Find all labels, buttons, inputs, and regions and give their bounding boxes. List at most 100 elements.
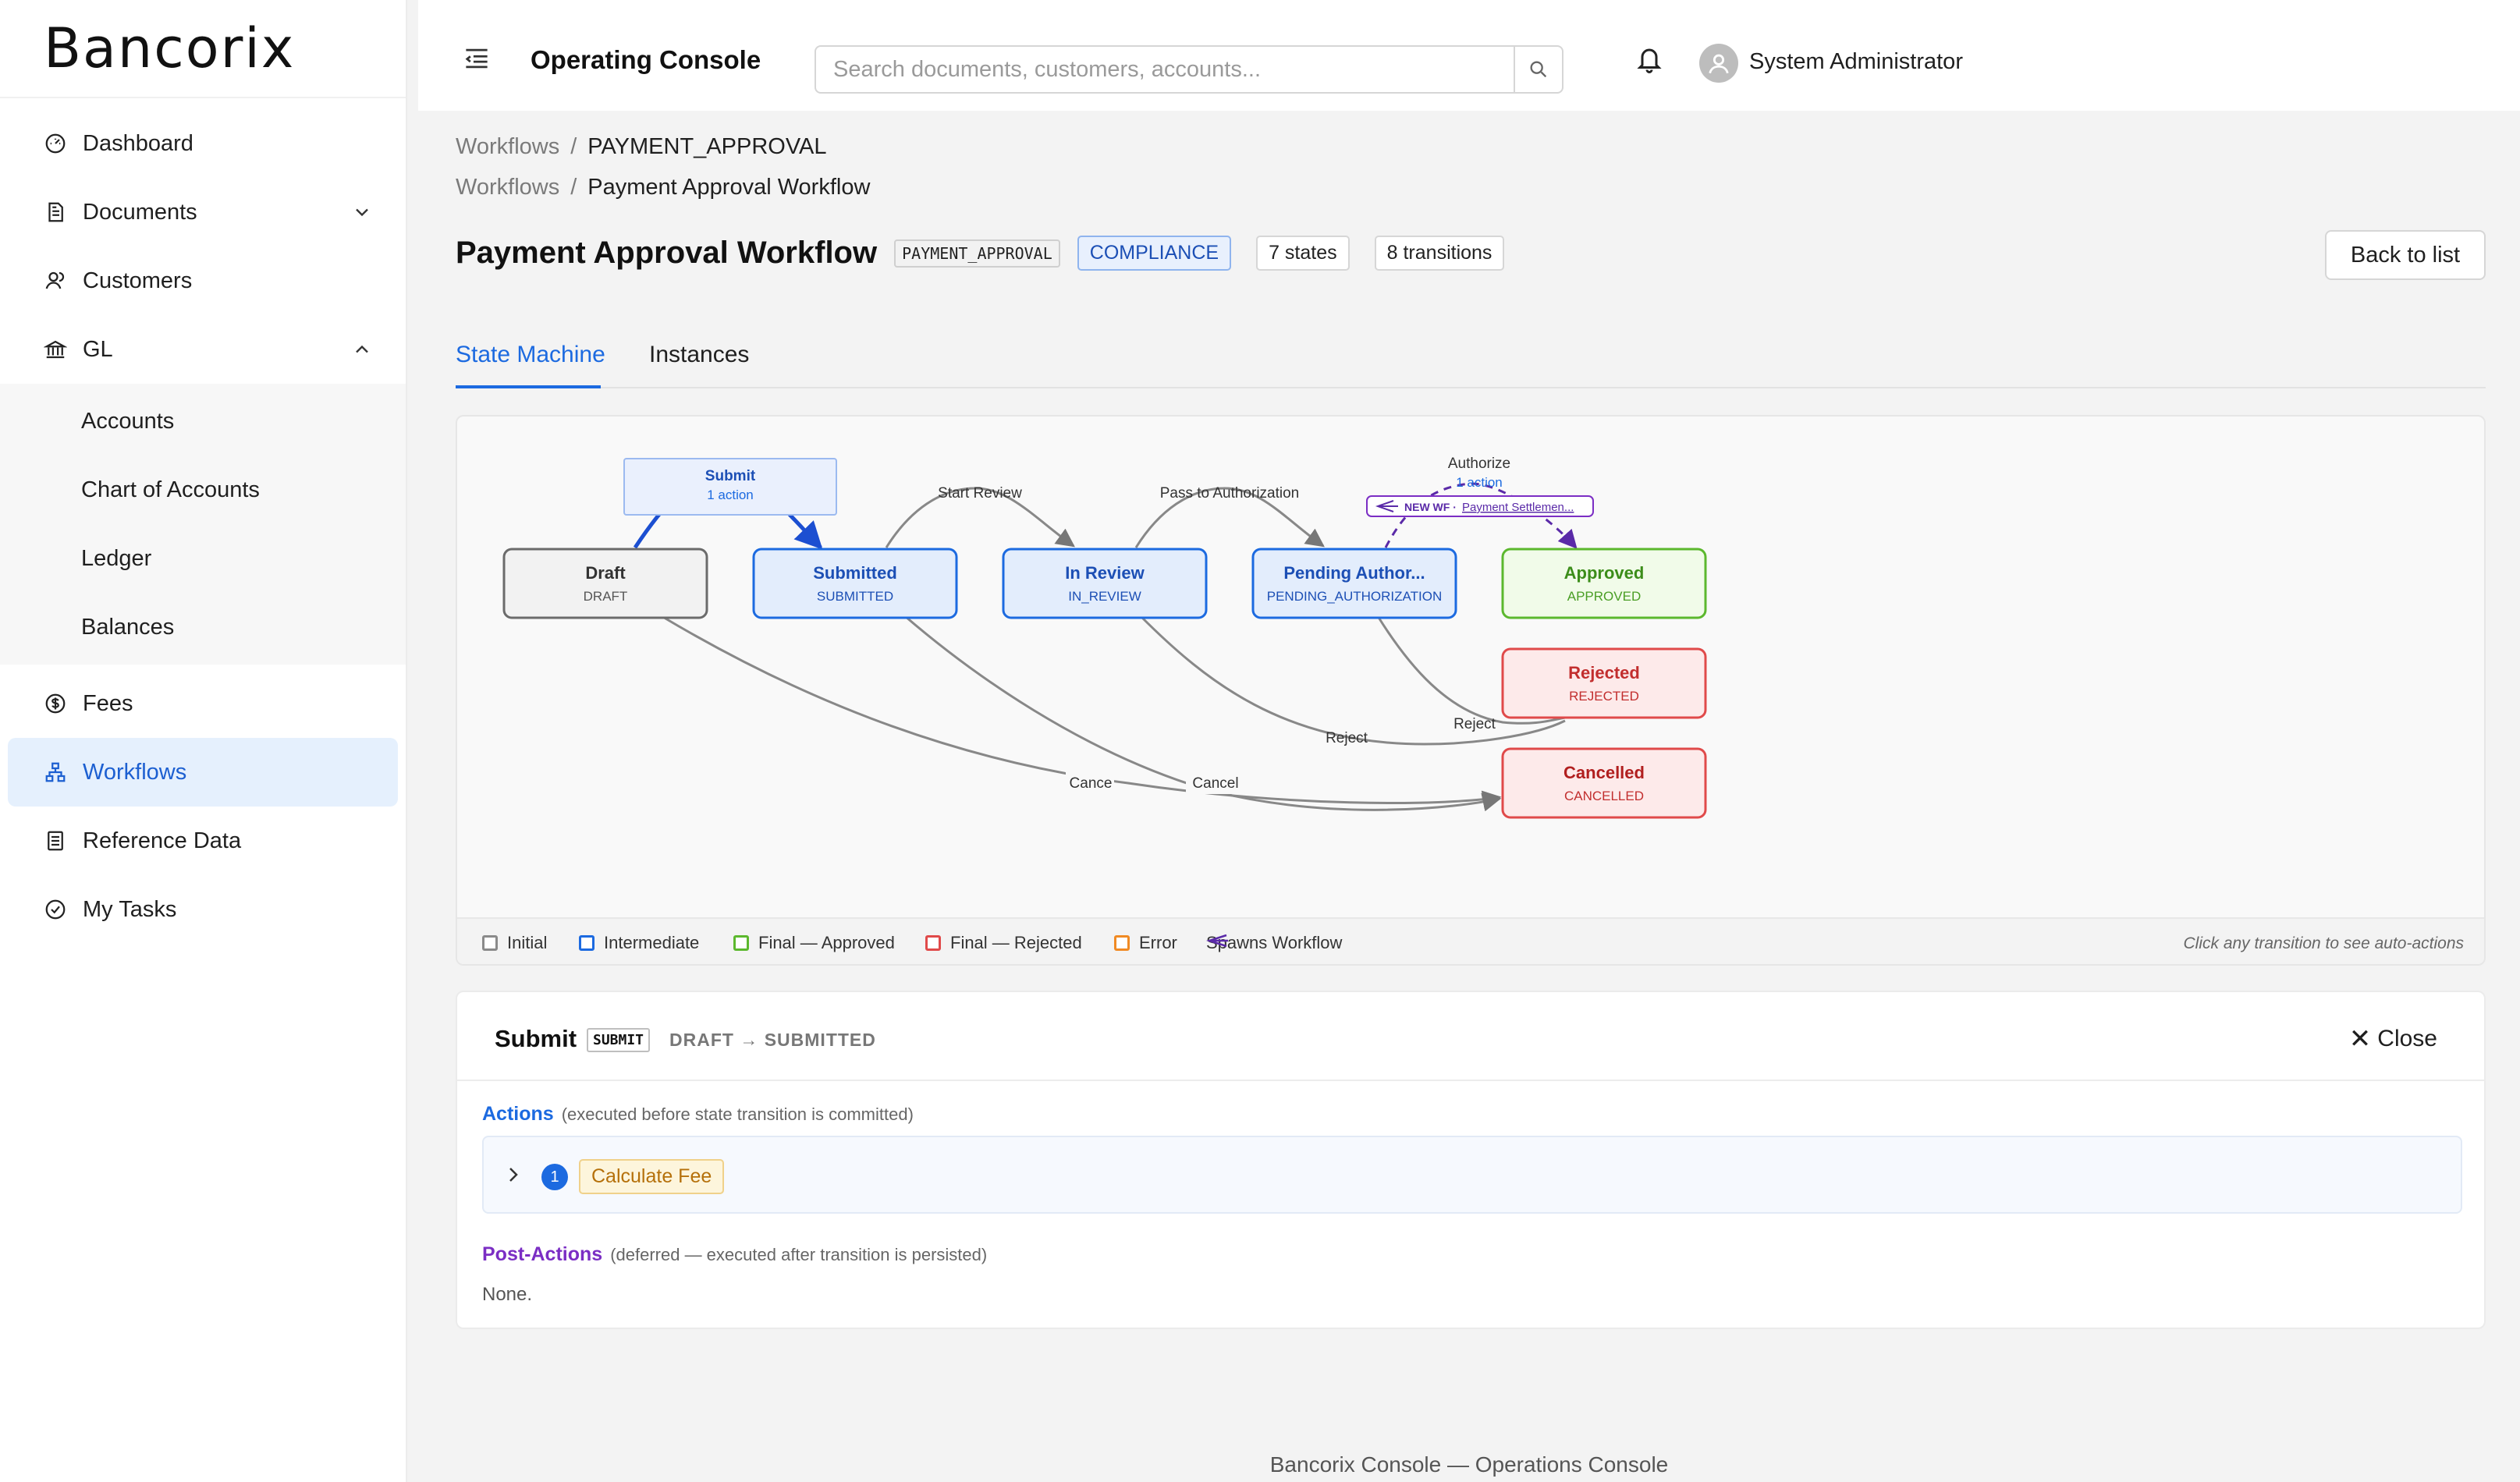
edge-label-authorize[interactable]: Authorize: [1448, 456, 1510, 472]
back-to-list-button[interactable]: Back to list: [2325, 230, 2486, 280]
workflow-icon: [44, 760, 67, 784]
sidebar-item-reference-data[interactable]: Reference Data: [0, 807, 406, 875]
edge-authorize[interactable]: [1384, 482, 1578, 549]
spawn-workflow-link[interactable]: Payment Settlemen...: [1462, 501, 1574, 514]
edge-start-review[interactable]: [885, 487, 1075, 548]
sidebar-item-dashboard[interactable]: Dashboard: [0, 109, 406, 178]
transition-name: Submit: [495, 1025, 577, 1052]
edge-label-cancel[interactable]: Cance: [1070, 775, 1113, 792]
sidebar-subitem-balances[interactable]: Balances: [0, 593, 406, 661]
sidebar-item-label: Dashboard: [83, 130, 193, 156]
sidebar-subitem-accounts[interactable]: Accounts: [0, 387, 406, 456]
actions-section-label: Actions(executed before state transition…: [482, 1103, 914, 1126]
sidebar-item-label: Workflows: [83, 759, 187, 785]
sidebar-subitem-ledger[interactable]: Ledger: [0, 524, 406, 593]
state-node-rejected[interactable]: Rejected REJECTED: [1501, 647, 1707, 719]
detail-header: Submit SUBMIT DRAFT → SUBMITTED ✕Close: [457, 992, 2484, 1081]
sidebar-item-gl[interactable]: GL: [0, 315, 406, 384]
breadcrumb-separator: /: [570, 175, 577, 200]
actions-label: Actions: [482, 1103, 554, 1125]
legend-label: Final — Approved: [758, 933, 895, 952]
sidebar-item-customers[interactable]: Customers: [0, 246, 406, 315]
legend-swatch: [733, 935, 749, 951]
legend-label: Initial: [507, 933, 548, 952]
search-input[interactable]: [816, 47, 1514, 92]
sidebar-item-label: My Tasks: [83, 896, 177, 922]
sidebar-item-fees[interactable]: Fees: [0, 669, 406, 738]
state-node-approved[interactable]: Approved APPROVED: [1501, 548, 1707, 619]
post-actions-empty: None.: [482, 1284, 533, 1305]
state-name: Cancelled: [1563, 763, 1645, 782]
transition-code-badge: SUBMIT: [587, 1028, 651, 1052]
state-code: SUBMITTED: [817, 589, 893, 604]
subitem-label: Chart of Accounts: [81, 477, 260, 502]
edge-label-start-review[interactable]: Start Review: [938, 485, 1022, 502]
state-code: PENDING_AUTHORIZATION: [1267, 589, 1442, 604]
legend-label: Final — Rejected: [950, 933, 1082, 952]
sidebar-item-label: GL: [83, 336, 113, 362]
sidebar-item-workflows[interactable]: Workflows: [8, 738, 398, 807]
spawn-workflow-badge[interactable]: NEW WF · Payment Settlemen...: [1366, 495, 1594, 517]
edge-label-reject[interactable]: Reject: [1453, 716, 1496, 732]
close-label: Close: [2377, 1026, 2437, 1051]
post-actions-note: (deferred — executed after transition is…: [610, 1245, 988, 1264]
legend-label: Spawns Workflow: [1206, 933, 1343, 952]
breadcrumb-parent[interactable]: Workflows: [456, 134, 560, 159]
console-title: Operating Console: [531, 45, 761, 74]
state-node-in-review[interactable]: In Review IN_REVIEW: [1002, 548, 1208, 619]
sidebar-item-label: Documents: [83, 199, 197, 225]
breadcrumb-parent[interactable]: Workflows: [456, 175, 560, 200]
sidebar: Bancorix Dashboard Documents Customers G…: [0, 0, 407, 1482]
customers-icon: [44, 269, 67, 292]
edge-label-reject[interactable]: Reject: [1326, 730, 1368, 746]
legend-label: Intermediate: [604, 933, 700, 952]
breadcrumb: Workflows/Payment Approval Workflow: [456, 175, 870, 200]
chevron-down-icon[interactable]: [351, 201, 373, 223]
edge-label-pass-to-authorization[interactable]: Pass to Authorization: [1160, 485, 1300, 502]
state-code: DRAFT: [584, 589, 628, 604]
action-row[interactable]: 1 Calculate Fee: [482, 1136, 2462, 1214]
tab-state-machine[interactable]: State Machine: [456, 342, 605, 367]
close-icon: ✕: [2348, 1024, 2372, 1054]
edge-label-cancel[interactable]: Cancel: [1192, 775, 1238, 792]
edge-reject-2[interactable]: [1376, 615, 1566, 725]
sidebar-item-my-tasks[interactable]: My Tasks: [0, 875, 406, 944]
legend-final-approved: Final — Approved: [733, 933, 895, 953]
category-badge: COMPLIANCE: [1077, 236, 1232, 271]
edge-pass-to-authorization[interactable]: [1134, 487, 1325, 548]
transition-detail-panel: Submit SUBMIT DRAFT → SUBMITTED ✕Close A…: [456, 991, 2486, 1329]
breadcrumb: Workflows/PAYMENT_APPROVAL: [456, 134, 826, 160]
state-node-submitted[interactable]: Submitted SUBMITTED: [752, 548, 958, 619]
breadcrumb-current: PAYMENT_APPROVAL: [587, 134, 827, 159]
document-icon: [44, 200, 67, 224]
state-name: Pending Author...: [1283, 563, 1425, 583]
bank-icon: [44, 338, 67, 361]
state-node-cancelled[interactable]: Cancelled CANCELLED: [1501, 747, 1707, 819]
menu-toggle-icon[interactable]: [463, 47, 490, 70]
chevron-right-icon[interactable]: [504, 1164, 523, 1186]
user-icon: [1709, 54, 1729, 74]
avatar[interactable]: [1699, 44, 1738, 83]
search-button[interactable]: [1514, 47, 1562, 92]
subitem-label: Ledger: [81, 545, 152, 571]
search-icon: [1530, 61, 1547, 78]
transition-path: DRAFT → SUBMITTED: [669, 1030, 876, 1050]
close-button[interactable]: ✕Close: [2349, 1023, 2437, 1055]
bell-icon[interactable]: [1635, 44, 1663, 75]
state-node-draft[interactable]: Draft DRAFT: [502, 548, 708, 619]
page-title: Payment Approval Workflow: [456, 236, 878, 270]
sidebar-item-documents[interactable]: Documents: [0, 178, 406, 246]
state-name: Rejected: [1568, 663, 1640, 682]
state-node-pending-authorization[interactable]: Pending Author... PENDING_AUTHORIZATION: [1251, 548, 1457, 619]
legend-swatch: [1114, 935, 1130, 951]
sidebar-subitem-chart-of-accounts[interactable]: Chart of Accounts: [0, 456, 406, 524]
edge-reject-1[interactable]: [1139, 615, 1566, 746]
brand-logo[interactable]: Bancorix: [0, 0, 406, 98]
tab-instances[interactable]: Instances: [649, 342, 750, 367]
chevron-up-icon[interactable]: [351, 339, 373, 360]
authorize-actions-count: 1 action: [1456, 475, 1503, 490]
legend-swatch: [482, 935, 498, 951]
edge-label-submit[interactable]: Submit 1 action: [623, 458, 837, 516]
user-name[interactable]: System Administrator: [1749, 49, 1963, 74]
dashboard-icon: [44, 132, 67, 155]
